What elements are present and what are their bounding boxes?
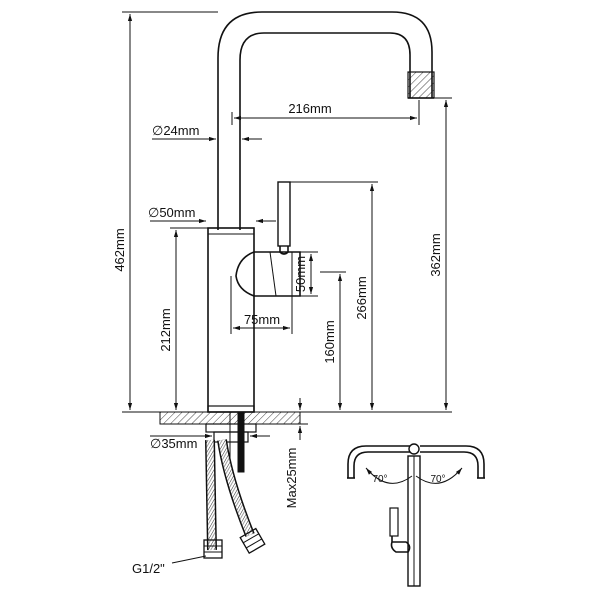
label-total-height: 462mm <box>112 228 127 271</box>
hose-fitting-left <box>203 539 223 559</box>
label-handle-base-height: 160mm <box>322 320 337 363</box>
handle-lever <box>277 181 291 247</box>
label-body-height: 212mm <box>158 308 173 351</box>
swivel-handle <box>389 507 399 537</box>
label-body-diameter: ∅50mm <box>148 205 195 220</box>
label-swivel-left: 70° <box>372 474 387 485</box>
swivel-view <box>347 443 485 587</box>
hose-fitting-right <box>239 527 266 555</box>
faucet-side-view <box>159 11 435 559</box>
label-lever-height: 266mm <box>354 276 369 319</box>
threaded-rod <box>237 411 245 473</box>
mixer-housing <box>235 251 301 297</box>
label-handle-offset: 75mm <box>244 312 280 327</box>
dimension-lines <box>122 11 452 564</box>
label-handle-height: 50mm <box>293 256 308 292</box>
label-pipe-diameter: ∅24mm <box>152 123 199 138</box>
swivel-arm-right <box>420 445 485 478</box>
spout-inner <box>239 32 411 230</box>
label-connection: G1/2" <box>132 561 165 576</box>
swivel-pivot <box>408 443 420 455</box>
label-base-diameter: ∅35mm <box>150 436 197 451</box>
swivel-arm-left <box>347 445 410 478</box>
label-spout-reach: 216mm <box>288 101 331 116</box>
spout-outer <box>217 11 433 230</box>
spout-outlet <box>407 71 435 99</box>
label-max-thickness: Max25mm <box>284 448 299 509</box>
label-swivel-right: 70° <box>430 474 445 485</box>
label-spout-height: 362mm <box>428 233 443 276</box>
mounting-nut <box>205 423 257 433</box>
